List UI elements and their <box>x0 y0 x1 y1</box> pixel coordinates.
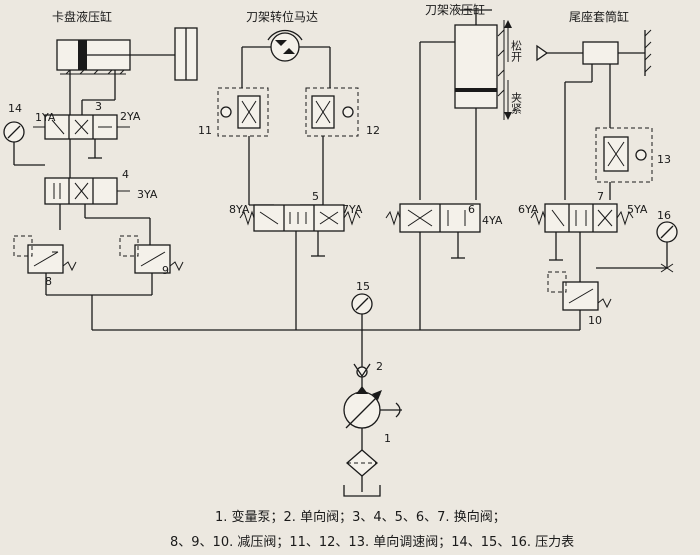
directional-valve-5 <box>239 204 361 330</box>
label-7YA: 7YA <box>342 203 363 216</box>
label-3: 3 <box>95 100 102 113</box>
oil-tank <box>343 485 381 497</box>
label-1: 1 <box>384 432 391 445</box>
speed-control-valve-12 <box>305 87 359 150</box>
label-4YA: 4YA <box>482 214 503 227</box>
chuck-cylinder <box>56 27 198 115</box>
label-loosen: 松开 <box>510 39 523 63</box>
label-14: 14 <box>8 102 22 115</box>
pressure-gauge-15 <box>351 293 373 315</box>
label-9: 9 <box>162 264 169 277</box>
label-1YA: 1YA <box>35 111 56 124</box>
directional-valve-3 <box>33 114 130 178</box>
reducing-valve-10 <box>547 271 612 330</box>
label-15: 15 <box>356 280 370 293</box>
label-6YA: 6YA <box>518 203 539 216</box>
pressure-gauge-16 <box>596 221 678 273</box>
title-turret-cylinder: 刀架液压缸 <box>425 2 485 17</box>
reducing-valve-9 <box>119 235 184 295</box>
label-10: 10 <box>588 314 602 327</box>
directional-valve-6 <box>385 203 481 330</box>
speed-control-valve-13 <box>595 127 653 200</box>
caption-line-1: 1. 变量泵；2. 单向阀；3、4、5、6、7. 换向阀； <box>215 509 506 525</box>
directional-valve-4 <box>44 177 151 245</box>
title-tailstock-cylinder: 尾座套筒缸 <box>569 9 629 24</box>
label-2YA: 2YA <box>120 110 141 123</box>
caption-line-2: 8、9、10. 减压阀；11、12、13. 单向调速阀；14、15、16. 压力… <box>170 534 574 550</box>
speed-control-valve-11 <box>217 87 269 150</box>
label-7: 7 <box>597 190 604 203</box>
label-clamp: 夹紧 <box>510 92 523 114</box>
label-16: 16 <box>657 209 671 222</box>
label-13: 13 <box>657 153 671 166</box>
label-2: 2 <box>376 360 383 373</box>
turret-motor <box>241 29 331 88</box>
main-pressure-line <box>46 294 580 370</box>
label-8: 8 <box>45 275 52 288</box>
variable-pump-1 <box>343 386 402 450</box>
pressure-gauge-14 <box>3 121 45 166</box>
tailstock-cylinder <box>536 29 652 200</box>
label-4: 4 <box>122 168 129 181</box>
label-11: 11 <box>198 124 212 137</box>
label-8YA: 8YA <box>229 203 250 216</box>
label-6: 6 <box>468 203 475 216</box>
directional-valve-7 <box>530 203 634 282</box>
reducing-valve-8 <box>13 235 77 295</box>
label-12: 12 <box>366 124 380 137</box>
turret-cylinder <box>419 9 512 200</box>
label-3YA: 3YA <box>137 188 158 201</box>
title-turret-motor: 刀架转位马达 <box>246 9 318 24</box>
title-chuck-cylinder: 卡盘液压缸 <box>52 9 112 24</box>
label-5: 5 <box>312 190 319 203</box>
filter <box>346 449 378 492</box>
label-5YA: 5YA <box>627 203 648 216</box>
